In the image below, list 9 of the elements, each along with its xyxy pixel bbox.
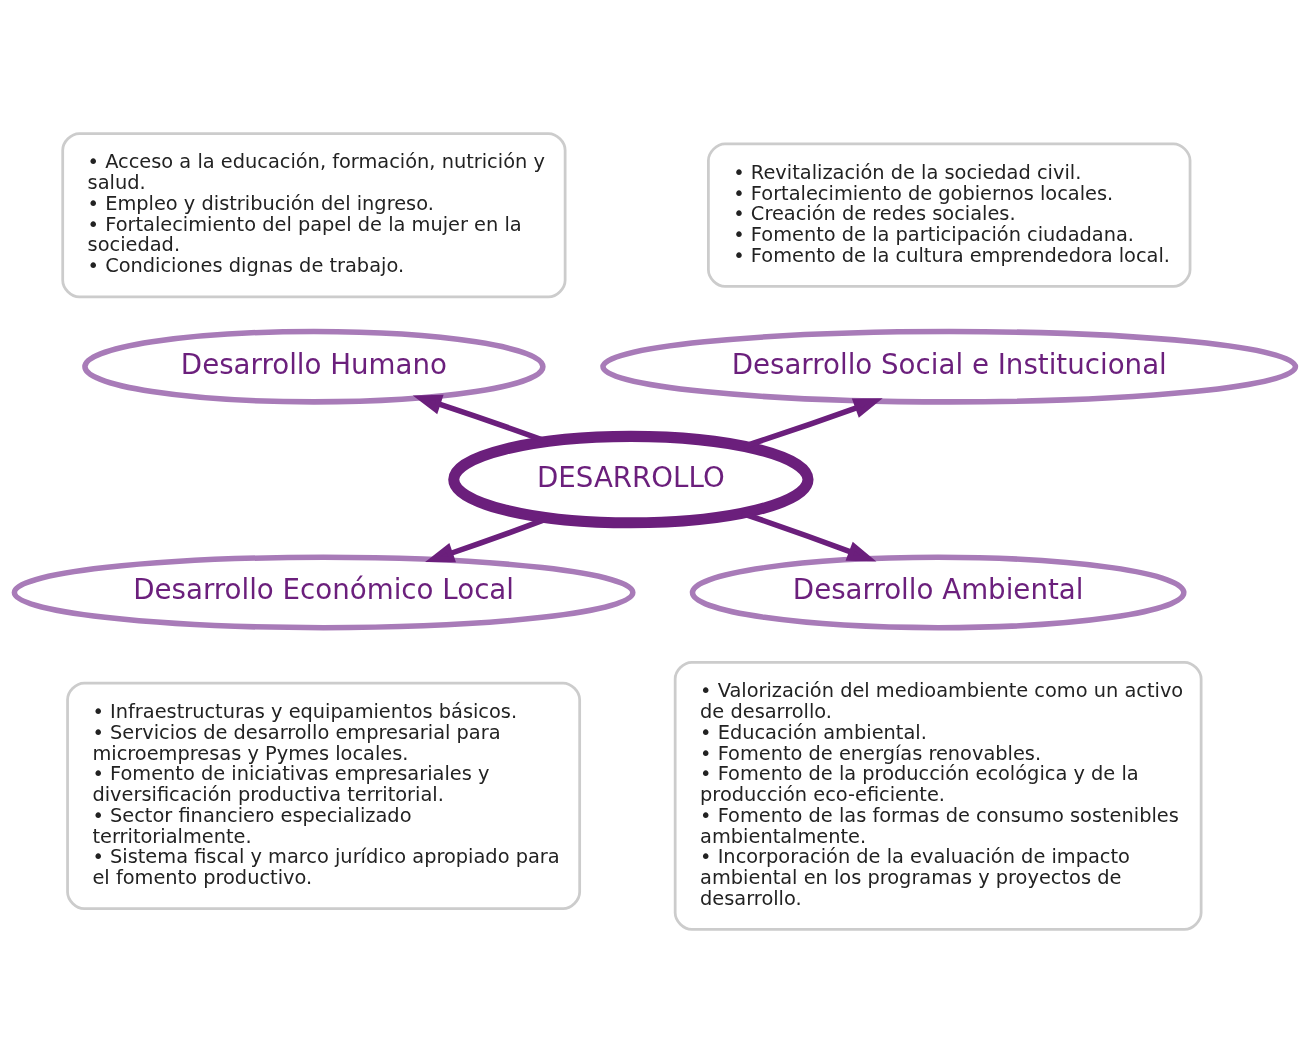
node-ellipse: Desarrollo Económico Local: [11, 554, 636, 630]
node-box: • Revitalización de la sociedad civil. • Fortalecimiento de gobiernos locales. • Creación de redes sociales. • Fomento de la participación ciudadana. • Fomento de la cultura emprendedora local.: [707, 142, 1192, 288]
node-ellipse: DESARROLLO: [448, 430, 814, 528]
node-ellipse: Desarrollo Humano: [82, 328, 546, 405]
node-ellipse: Desarrollo Ambiental: [689, 554, 1187, 630]
node-ellipse: Desarrollo Social e Institucional: [600, 328, 1299, 405]
node-box: • Acceso a la educación, formación, nutrición y salud. • Empleo y distribución del ingreso. • Fortalecimiento del papel de la mujer en la sociedad. • Condiciones dignas de trabajo.: [61, 131, 567, 298]
node-box: • Valorización del medioambiente como un activo de desarrollo. • Educación ambiental. • Fomento de energías renovables. • Fomento de la producción ecológica y de la producción eco-eficiente. • Fomento de las formas de consumo sostenibles ambientalmente. • Incorporación de la evaluación de impacto ambiental en los programas y proyectos de desarrollo.: [673, 660, 1203, 931]
node-box: • Infraestructuras y equipamientos básicos. • Servicios de desarrollo empresarial para microempresas y Pymes locales. • Fomento de iniciativas empresariales y diversificación productiva territorial. • Sector financiero especializado territorialmente. • Sistema fiscal y marco jurídico apropiado para el fomento productivo.: [66, 681, 582, 910]
